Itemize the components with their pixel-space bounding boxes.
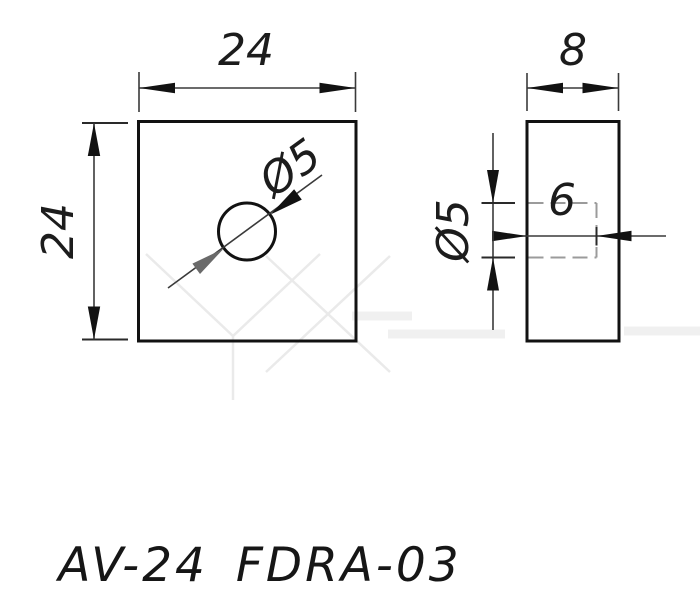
arrowhead-left	[596, 230, 632, 242]
watermark	[145, 253, 700, 400]
watermark-diagonal-2	[265, 255, 391, 373]
front-width-label: 24	[218, 25, 274, 76]
front-view-outline	[137, 120, 358, 343]
arrowhead-left	[527, 82, 563, 94]
arrowhead-lower	[192, 248, 224, 274]
arrowhead-right	[582, 82, 619, 94]
watermark-chevron	[145, 253, 321, 338]
side-view: 8 6 Ø5	[428, 25, 666, 343]
part-number: AV-24 FDRA-03	[55, 538, 461, 593]
arrowhead-right	[492, 230, 527, 242]
side-hole-diameter-label: Ø5	[428, 199, 479, 264]
front-width-dimension: 24	[138, 25, 357, 112]
front-hole-diameter-label: Ø5	[249, 129, 331, 208]
arrowhead-down	[487, 170, 499, 203]
side-view-outline	[525, 120, 621, 343]
front-height-dimension: 24	[33, 122, 128, 341]
hole-diameter-dimension: Ø5	[167, 129, 331, 289]
side-hole-diameter-dimension: Ø5	[428, 133, 515, 330]
arrowhead-down	[87, 306, 101, 340]
side-thickness-label: 8	[559, 25, 587, 76]
hole-depth-label: 6	[548, 175, 576, 226]
arrowhead-left	[139, 82, 175, 94]
front-height-label: 24	[33, 203, 84, 259]
side-thickness-dimension: 8	[526, 25, 620, 111]
arrowhead-right	[319, 82, 356, 94]
arrowhead-up	[87, 123, 101, 156]
hole-depth-dimension: 6	[492, 175, 666, 246]
hole-circle	[217, 201, 277, 262]
arrowhead-upper	[270, 189, 302, 215]
arrowhead-up	[487, 257, 499, 291]
